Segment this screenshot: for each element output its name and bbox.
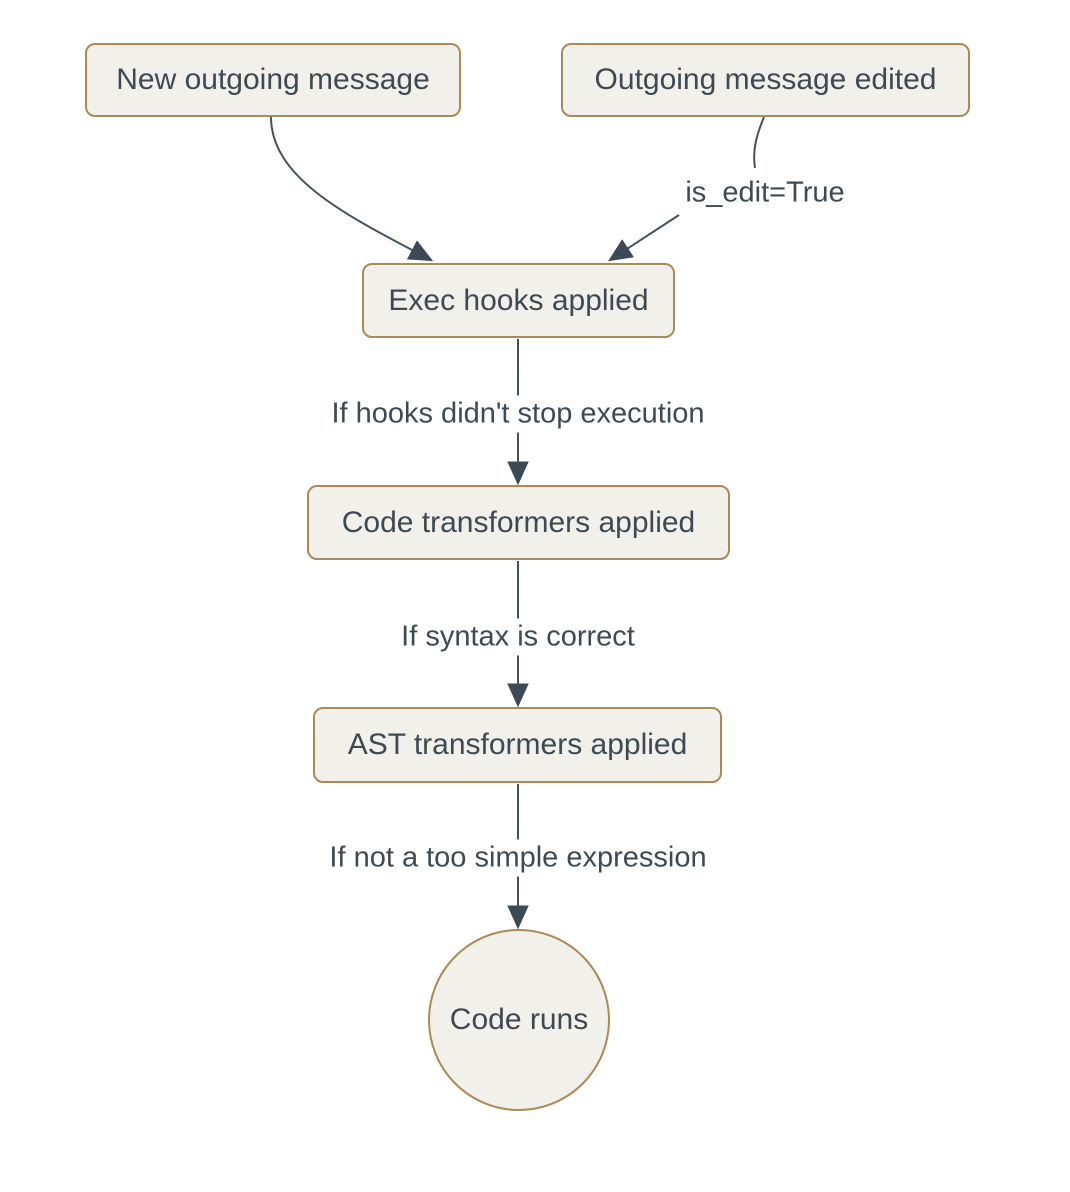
edge-label-is-edit: is_edit=True xyxy=(679,174,851,212)
node-label: Exec hooks applied xyxy=(388,283,649,317)
node-label: Code runs xyxy=(449,1003,589,1036)
edge-label-hooks-condition: If hooks didn't stop execution xyxy=(325,395,711,433)
node-code-runs: Code runs xyxy=(428,929,610,1111)
edge-edited-message-stub xyxy=(753,116,765,169)
node-label: Outgoing message edited xyxy=(594,63,937,96)
node-outgoing-message-edited: Outgoing message edited xyxy=(561,43,970,117)
node-label: AST transformers applied xyxy=(347,728,688,761)
edge-edited-message-to-exec-hooks xyxy=(607,214,680,262)
edge-new-message-to-exec-hooks xyxy=(270,116,434,262)
node-exec-hooks-applied: Exec hooks applied xyxy=(362,263,675,338)
node-code-transformers-applied: Code transformers applied xyxy=(307,485,730,560)
node-label: Code transformers applied xyxy=(341,505,696,539)
node-label: New outgoing message xyxy=(116,63,430,96)
node-new-outgoing-message: New outgoing message xyxy=(85,43,461,117)
edge-label-syntax-condition: If syntax is correct xyxy=(395,618,641,656)
edge-label-simple-expression-condition: If not a too simple expression xyxy=(323,839,713,877)
node-ast-transformers-applied: AST transformers applied xyxy=(313,707,722,783)
